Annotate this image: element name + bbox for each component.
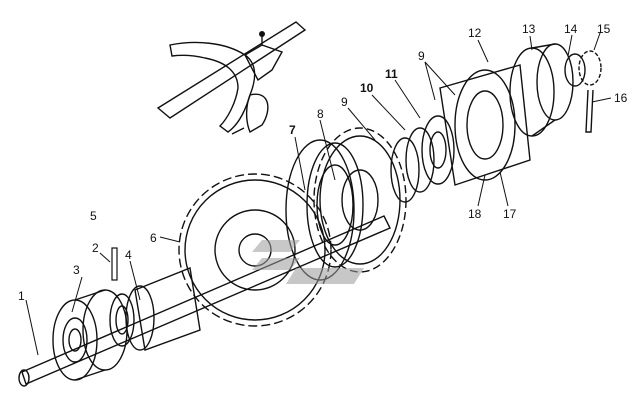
label-9-a: 9 [341, 95, 348, 109]
label-4: 4 [125, 248, 132, 262]
label-10: 10 [360, 81, 374, 95]
rear-bearing [509, 43, 574, 137]
label-3: 3 [73, 263, 80, 277]
label-5: 5 [90, 209, 97, 223]
part-labels: 1 2 3 4 5 6 7 8 9 10 11 9 12 13 14 15 16… [18, 22, 628, 303]
ring-set [390, 115, 455, 203]
left-bearing [52, 289, 128, 381]
label-15: 15 [597, 22, 611, 36]
label-13: 13 [522, 22, 536, 36]
cotter-pin [585, 89, 594, 133]
pin [111, 247, 118, 281]
shift-fork [156, 21, 307, 135]
label-1: 1 [18, 289, 25, 303]
spacer-ring [109, 293, 135, 347]
splined-hub [125, 267, 201, 351]
label-12: 12 [468, 26, 482, 40]
label-2: 2 [92, 241, 99, 255]
label-6: 6 [150, 231, 157, 245]
label-17: 17 [503, 207, 517, 221]
label-11: 11 [385, 67, 398, 81]
shaft-nut [564, 50, 602, 87]
label-16: 16 [614, 91, 628, 105]
label-14: 14 [564, 22, 578, 36]
watermark-logo-icon [252, 240, 364, 284]
label-7: 7 [289, 123, 296, 137]
leader-lines [25, 32, 612, 356]
label-18: 18 [468, 207, 482, 221]
label-8: 8 [317, 107, 324, 121]
bearing-housing [439, 64, 531, 186]
label-9-b: 9 [418, 49, 425, 63]
large-gear [178, 173, 332, 327]
